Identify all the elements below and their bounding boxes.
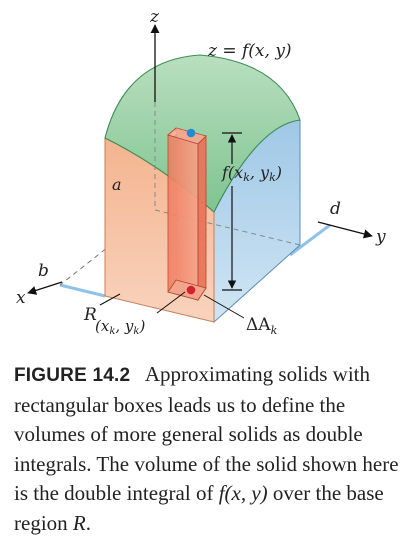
b-label: b: [38, 261, 49, 281]
y-axis-label: y: [375, 227, 386, 247]
caption-region: R: [72, 510, 86, 535]
z-axis-label: z: [149, 7, 160, 27]
hidden-back-edge: [154, 102, 301, 246]
caption-heading: FIGURE 14.2: [14, 365, 131, 386]
surface-point: [186, 128, 196, 138]
region-leader: [99, 293, 121, 306]
region-label: R: [83, 305, 97, 325]
a-label: a: [112, 175, 122, 194]
y-axis-arrow: [317, 221, 373, 239]
point-label: (xk, yk): [95, 317, 145, 337]
area-leader: [203, 294, 245, 319]
x-axis-label: x: [16, 288, 26, 308]
point-leader: [156, 291, 186, 314]
x-axis-base-line: [59, 283, 106, 298]
caption-fxy: f(x, y): [218, 481, 268, 505]
solid-volume-figure: z z = f(x, y) f(xk, yk) d y a b x R (xk,…: [16, 7, 386, 337]
surface-label: z = f(x, y): [207, 41, 292, 61]
height-dimension: [222, 132, 242, 291]
height-label: f(xk, yk): [221, 163, 282, 184]
caption-text-end: .: [85, 510, 91, 535]
x-axis-arrow: [27, 281, 63, 295]
figure-caption: FIGURE 14.2 Approximating solids with re…: [14, 360, 406, 538]
caption-text-2: over the base region: [14, 481, 384, 535]
area-label: ΔAk: [246, 315, 278, 337]
base-point: [186, 285, 196, 295]
rectangular-box: [167, 127, 207, 302]
caption-text-1: Approximating solids with rectangular bo…: [14, 362, 399, 505]
d-label: d: [330, 199, 341, 219]
y-axis-base-line: [289, 223, 331, 257]
